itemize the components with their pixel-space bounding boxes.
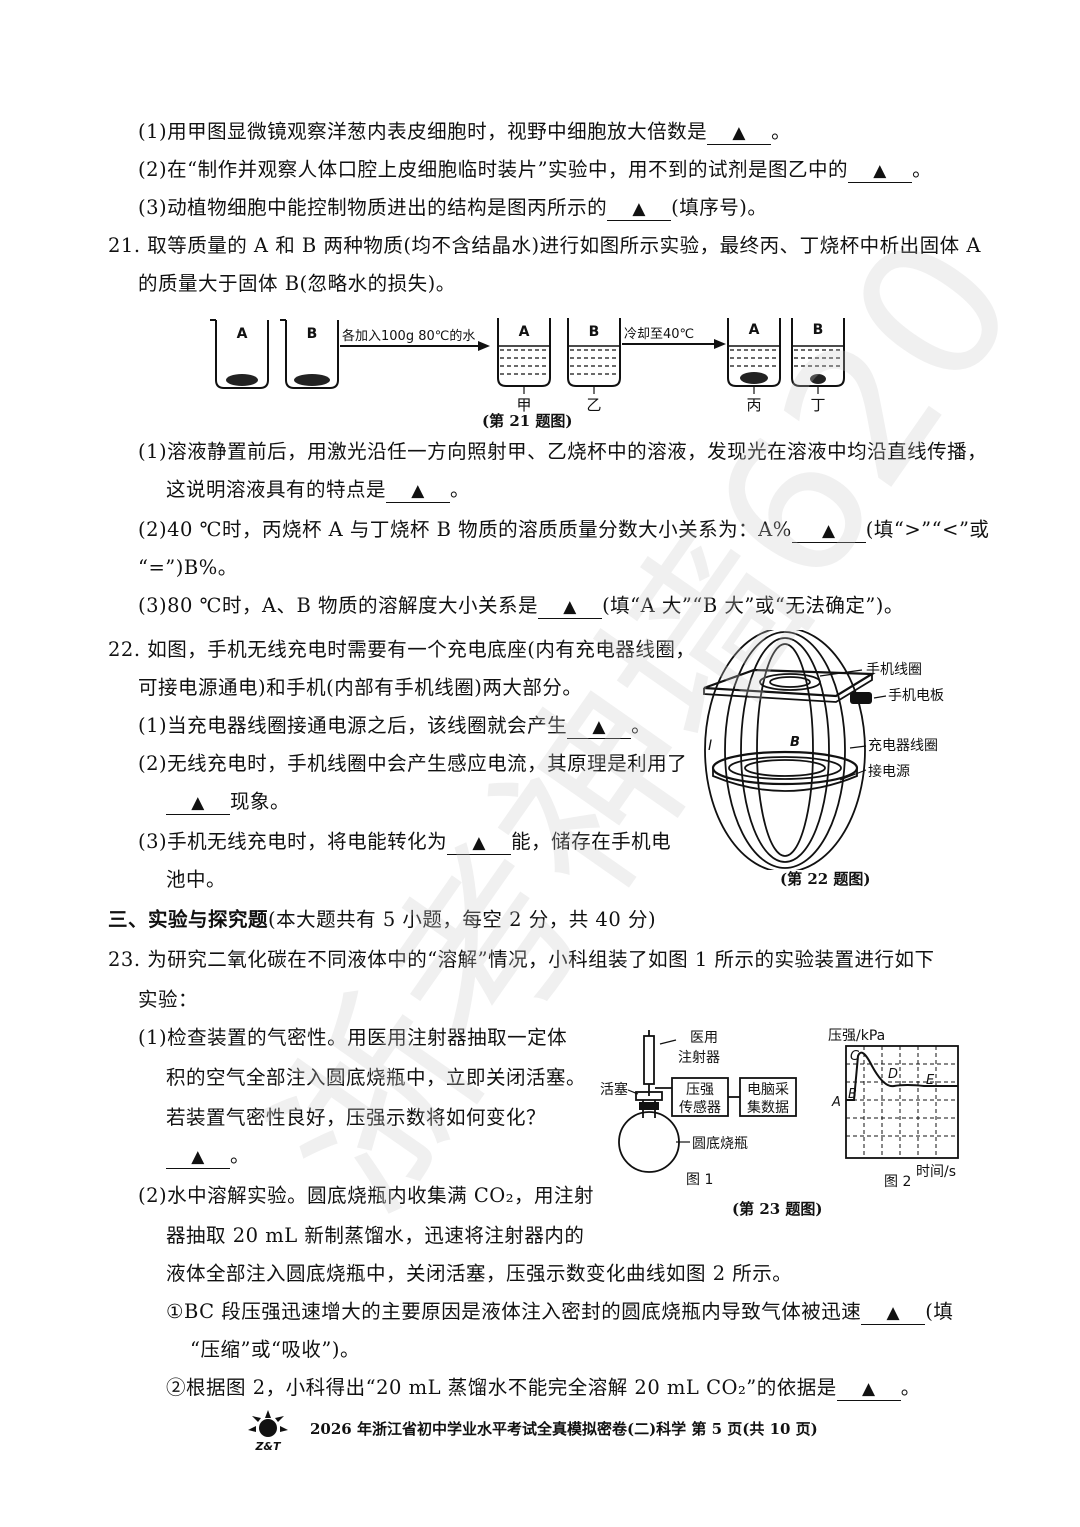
point-b-label: B	[848, 1087, 857, 1102]
q20-part3: (3)动植物细胞中能控制物质进出的结构是图丙所示的▲(填序号)。	[138, 196, 768, 221]
point-e-label: E	[926, 1073, 935, 1088]
section3-heading: 三、实验与探究题(本大题共有 5 小题，每空 2 分，共 40 分)	[108, 908, 657, 931]
q21-stem-2: 的质量大于固体 B(忽略水的损失)。	[138, 272, 456, 295]
time-axis-label: 时间/s	[916, 1164, 956, 1180]
q22-part2-line2: ▲现象。	[166, 788, 290, 816]
pressure-axis-label: 压强/kPa	[828, 1028, 885, 1044]
beaker-label-1: A	[237, 326, 248, 342]
figure-1-name: 图 1	[686, 1172, 713, 1188]
q23-part2-line1: (2)水中溶解实验。圆底烧瓶内收集满 CO₂，用注射	[138, 1184, 595, 1207]
q23-figure-caption: (第 23 题图)	[732, 1200, 823, 1218]
q21-part1-line1: (1)溶液静置前后，用激光沿任一方向照射甲、乙烧杯中的溶液，发现光在溶液中均沿直…	[138, 440, 988, 463]
q21-part2-line2: “=”)B%。	[138, 556, 238, 579]
q22-stem-2: 可接电源通电)和手机(内部有手机线圈)两大部分。	[138, 676, 583, 699]
arrow-label-add-water: 各加入100g 80℃的水	[342, 328, 475, 344]
beaker-label-3: A	[519, 324, 530, 340]
q21-figure: A B A B A B 各加入100g 80℃的水 冷却至40℃ 甲 乙 丙 丁	[210, 318, 845, 414]
q22-part1: (1)当充电器线圈接通电源之后，该线圈就会产生▲。	[138, 714, 652, 739]
sensor-label-1: 压强	[686, 1082, 714, 1098]
figure-2-name: 图 2	[884, 1174, 911, 1190]
field-label: B	[790, 735, 800, 750]
beaker-name-ding: 丁	[810, 396, 825, 414]
beaker-label-4: B	[589, 324, 600, 340]
beaker-name-jia: 甲	[516, 396, 531, 414]
point-a-label: A	[831, 1095, 841, 1110]
current-label: I	[708, 738, 712, 754]
logo-text: Z&T	[254, 1440, 282, 1453]
phone-coil-label: 手机线圈	[866, 662, 922, 678]
arrow-label-cool: 冷却至40℃	[624, 327, 694, 342]
publisher-logo: Z&T	[248, 1410, 288, 1453]
syringe-label-2: 注射器	[678, 1050, 720, 1066]
q21-part3: (3)80 ℃时，A、B 物质的溶解度大小关系是▲(填“A 大”“B 大”或“无…	[138, 594, 904, 619]
q21-stem-1: 21. 取等质量的 A 和 B 两种物质(均不含结晶水)进行如图所示实验，最终丙…	[108, 234, 981, 257]
q23-part2-line3: 液体全部注入圆底烧瓶中，关闭活塞，压强示数变化曲线如图 2 所示。	[166, 1262, 793, 1285]
flask-label: 圆底烧瓶	[692, 1136, 748, 1152]
power-source-label: 接电源	[868, 763, 910, 780]
q22-figure: I B 手机线圈 手机电板 充电器线圈 接电源	[703, 630, 944, 870]
q22-part3-line2: 池中。	[166, 868, 227, 891]
q21-figure-caption: (第 21 题图)	[482, 412, 573, 430]
point-c-label: C	[850, 1049, 860, 1064]
q22-figure-caption: (第 22 题图)	[780, 870, 871, 888]
q22-part3-line1: (3)手机无线充电时，将电能转化为▲能，储存在手机电	[138, 830, 672, 855]
beaker-label-6: B	[813, 322, 824, 338]
q20-part2: (2)在“制作并观察人体口腔上皮细胞临时装片”实验中，用不到的试剂是图乙中的▲。	[138, 158, 933, 183]
q22-part2-line1: (2)无线充电时，手机线圈中会产生感应电流，其原理是利用了	[138, 752, 688, 775]
q23-part1-line1: (1)检查装置的气密性。用医用注射器抽取一定体	[138, 1026, 568, 1049]
beaker-name-bing: 丙	[746, 396, 761, 414]
q23-part2-line2: 器抽取 20 mL 新制蒸馏水，迅速将注射器内的	[166, 1224, 585, 1247]
beaker-label-2: B	[307, 326, 318, 342]
q23-stem-1: 23. 为研究二氧化碳在不同液体中的“溶解”情况，小科组装了如图 1 所示的实验…	[108, 948, 935, 971]
syringe-label-1: 医用	[690, 1030, 718, 1046]
q22-stem-1: 22. 如图，手机无线充电时需要有一个充电底座(内有充电器线圈，	[108, 638, 696, 661]
page-footer: 2026 年浙江省初中学业水平考试全真模拟密卷(二)科学 第 5 页(共 10 …	[310, 1420, 818, 1438]
q23-part1-line3: 若装置气密性良好，压强示数将如何变化？	[166, 1106, 547, 1129]
computer-label-1: 电脑采	[747, 1082, 789, 1098]
q23-sub1-line2: “压缩”或“吸收”)。	[190, 1338, 360, 1361]
phone-board-label: 手机电板	[888, 688, 944, 704]
q23-figure-1: 医用 注射器 活塞 压强 传感器 电脑采 集数据 圆底烧瓶 图 1	[600, 1030, 797, 1188]
q21-part1-line2: 这说明溶液具有的特点是▲。	[166, 478, 471, 503]
q23-stem-2: 实验：	[138, 988, 199, 1011]
q23-sub2: ②根据图 2，小科得出“20 mL 蒸馏水不能完全溶解 20 mL CO₂”的依…	[166, 1376, 921, 1401]
q23-figure-2: 压强/kPa A B C D E 时间/s 图 2	[828, 1028, 959, 1190]
charger-coil-label: 充电器线圈	[868, 738, 938, 754]
q23-sub1-line1: ①BC 段压强迅速增大的主要原因是液体注入密封的圆底烧瓶内导致气体被迅速▲(填	[166, 1300, 954, 1325]
q23-part1-line2: 积的空气全部注入圆底烧瓶中，立即关闭活塞。	[166, 1066, 587, 1089]
computer-label-2: 集数据	[747, 1099, 789, 1116]
valve-label: 活塞	[600, 1081, 628, 1098]
q20-part1: (1)用甲图显微镜观察洋葱内表皮细胞时，视野中细胞放大倍数是▲。	[138, 120, 792, 145]
sensor-label-2: 传感器	[679, 1099, 721, 1116]
beaker-name-yi: 乙	[586, 396, 601, 414]
q21-part2-line1: (2)40 ℃时，丙烧杯 A 与丁烧杯 B 物质的溶质质量分数大小关系为：A%▲…	[138, 518, 990, 543]
point-d-label: D	[888, 1067, 898, 1082]
q23-part1-line4: ▲。	[166, 1142, 250, 1170]
beaker-label-5: A	[749, 322, 760, 338]
